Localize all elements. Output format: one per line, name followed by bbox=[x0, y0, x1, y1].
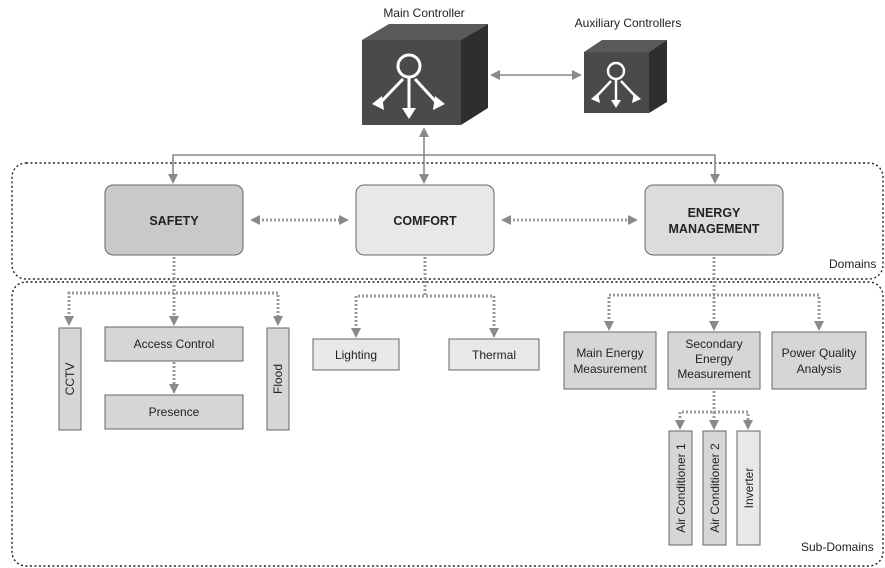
secondary-energy-measurement-box bbox=[667, 331, 761, 390]
air-conditioner-2-label: Air Conditioner 2 bbox=[708, 443, 722, 533]
air-conditioner-1-box bbox=[668, 430, 693, 546]
main-energy-label-line2: Measurement bbox=[573, 362, 647, 376]
secondary-energy-label-line2: Energy bbox=[695, 352, 733, 366]
lighting-label: Lighting bbox=[335, 348, 377, 362]
thermal-label: Thermal bbox=[472, 348, 516, 362]
air-conditioner-2-box bbox=[702, 430, 727, 546]
inverter-label: Inverter bbox=[742, 468, 756, 509]
presence-label: Presence bbox=[149, 405, 200, 419]
safety-domain-label: SAFETY bbox=[149, 214, 199, 228]
energy-management-label-line2: MANAGEMENT bbox=[669, 222, 760, 236]
flood-box bbox=[266, 327, 290, 431]
power-quality-label-line1: Power Quality bbox=[782, 346, 857, 360]
controller-to-domains-connector bbox=[168, 127, 720, 184]
comfort-energy-connector bbox=[501, 215, 638, 225]
access-control-box bbox=[104, 326, 244, 362]
cctv-label: CCTV bbox=[63, 363, 77, 396]
main-controller-label: Main Controller bbox=[383, 6, 464, 20]
secondary-energy-label-line3: Measurement bbox=[677, 367, 751, 381]
inverter-box bbox=[736, 430, 761, 546]
controller-link-connector bbox=[490, 70, 582, 80]
domains-group bbox=[11, 162, 884, 280]
auxiliary-controller-cube-icon bbox=[584, 40, 667, 113]
sub-domains-group-label: Sub-Domains bbox=[801, 540, 874, 554]
thermal-box bbox=[448, 338, 540, 371]
energy-management-domain-box bbox=[644, 184, 784, 256]
domains-group-label: Domains bbox=[829, 257, 876, 271]
flood-label: Flood bbox=[271, 364, 285, 394]
secondary-energy-connectors bbox=[675, 391, 753, 430]
energy-subdomain-connectors bbox=[604, 257, 824, 331]
lighting-box bbox=[312, 338, 400, 371]
main-controller-cube-icon bbox=[362, 24, 488, 125]
access-control-label: Access Control bbox=[134, 337, 215, 351]
comfort-subdomain-connectors bbox=[351, 257, 499, 338]
safety-subdomain-connectors bbox=[64, 257, 283, 394]
power-quality-label-line2: Analysis bbox=[797, 362, 842, 376]
secondary-energy-label-line1: Secondary bbox=[685, 337, 742, 351]
comfort-domain-box bbox=[355, 184, 495, 256]
cctv-box bbox=[58, 327, 82, 431]
main-energy-label-line1: Main Energy bbox=[576, 346, 643, 360]
safety-domain-box bbox=[104, 184, 244, 256]
auxiliary-controllers-label: Auxiliary Controllers bbox=[575, 16, 682, 30]
comfort-domain-label: COMFORT bbox=[393, 214, 457, 228]
energy-management-label-line1: ENERGY bbox=[688, 206, 741, 220]
presence-box bbox=[104, 394, 244, 430]
power-quality-analysis-box bbox=[771, 331, 867, 390]
main-energy-measurement-box bbox=[563, 331, 657, 390]
air-conditioner-1-label: Air Conditioner 1 bbox=[674, 443, 688, 533]
safety-comfort-connector bbox=[250, 215, 349, 225]
